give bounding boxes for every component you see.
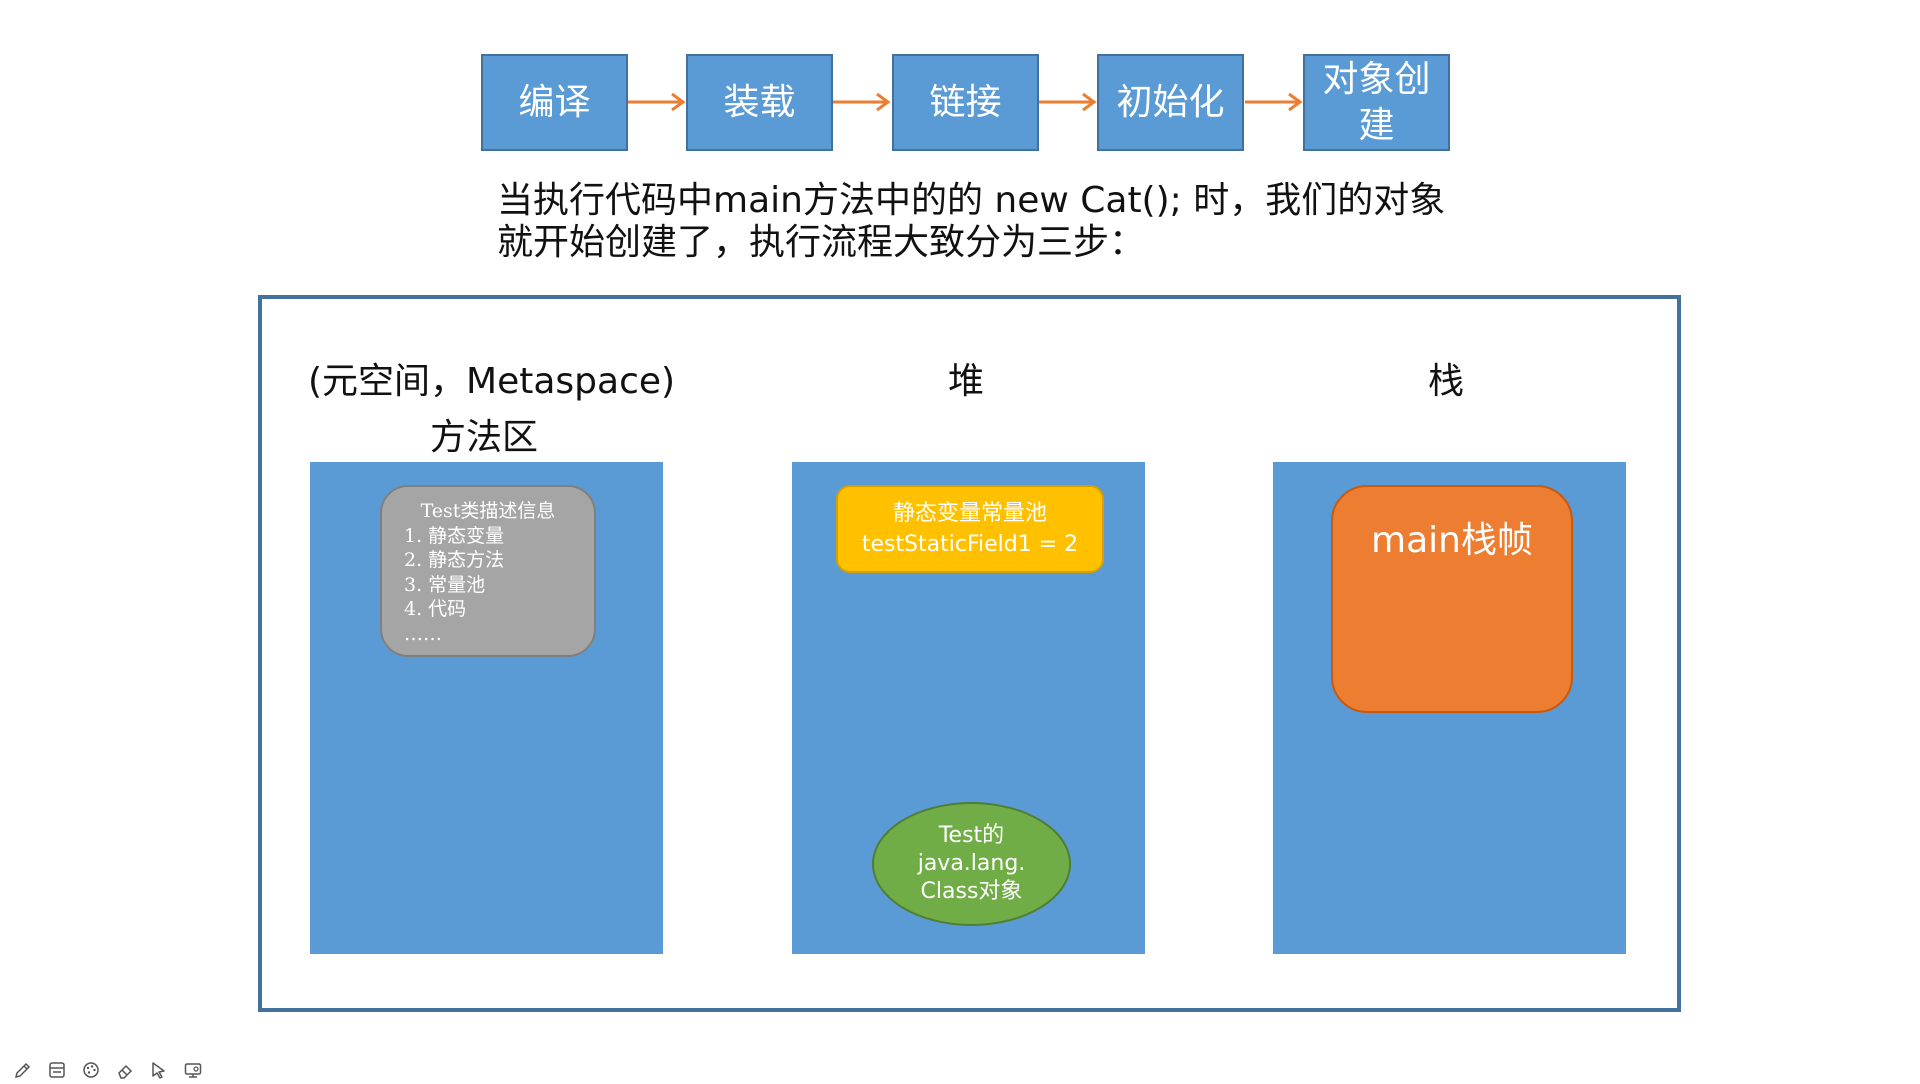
step-compile: 编译	[481, 54, 628, 151]
memory-frame	[258, 295, 1681, 1012]
class-info-item: ……	[404, 622, 442, 645]
method-area-subtitle: (元空间，Metaspace)	[308, 361, 676, 402]
class-info-item: 1. 静态变量	[404, 524, 505, 547]
step-initialize: 初始化	[1097, 54, 1244, 151]
class-info-title: Test类描述信息	[420, 500, 556, 522]
palette-icon[interactable]	[78, 1058, 104, 1082]
class-object-line: Class对象	[920, 879, 1023, 904]
description-line-2: 就开始创建了，执行流程大致分为三步：	[497, 222, 1146, 263]
main-stack-frame-label: main栈帧	[1371, 520, 1533, 561]
screen-icon[interactable]	[180, 1058, 206, 1082]
arrow-right-icon	[1245, 92, 1303, 112]
description: 当执行代码中main方法中的的 new Cat(); 时，我们的对象 就开始创建…	[497, 180, 1477, 264]
class-info-item: 3. 常量池	[404, 573, 486, 596]
step-create-object: 对象创建	[1303, 54, 1450, 151]
class-info-item: 2. 静态方法	[404, 549, 505, 571]
description-line-1: 当执行代码中main方法中的的 new Cat(); 时，我们的对象	[497, 180, 1446, 221]
class-info-box: Test类描述信息 1. 静态变量 2. 静态方法 3. 常量池 4. 代码 ……	[380, 485, 596, 657]
slides-icon[interactable]	[44, 1058, 70, 1082]
step-link: 链接	[892, 54, 1039, 151]
step-load: 装载	[686, 54, 833, 151]
presentation-toolbar	[10, 1058, 206, 1084]
pointer-icon[interactable]	[146, 1058, 172, 1082]
arrow-right-icon	[1039, 92, 1097, 112]
method-area-title: 方法区	[430, 417, 539, 458]
arrow-right-icon	[628, 92, 686, 112]
heap-title: 堆	[948, 361, 985, 402]
pencil-icon[interactable]	[10, 1058, 36, 1082]
arrow-right-icon	[833, 92, 891, 112]
class-object-line: java.lang.	[917, 851, 1026, 876]
main-stack-frame: main栈帧	[1331, 485, 1573, 713]
stack-title: 栈	[1428, 361, 1465, 402]
static-pool-label: 静态变量常量池	[892, 501, 1047, 526]
static-constant-pool: 静态变量常量池 testStaticField1 = 2	[836, 485, 1104, 573]
class-object-ellipse: Test的 java.lang. Class对象	[872, 802, 1071, 926]
class-info-item: 4. 代码	[404, 598, 467, 620]
eraser-icon[interactable]	[112, 1058, 138, 1082]
static-field-value: testStaticField1 = 2	[861, 532, 1079, 557]
class-object-line: Test的	[938, 823, 1005, 848]
